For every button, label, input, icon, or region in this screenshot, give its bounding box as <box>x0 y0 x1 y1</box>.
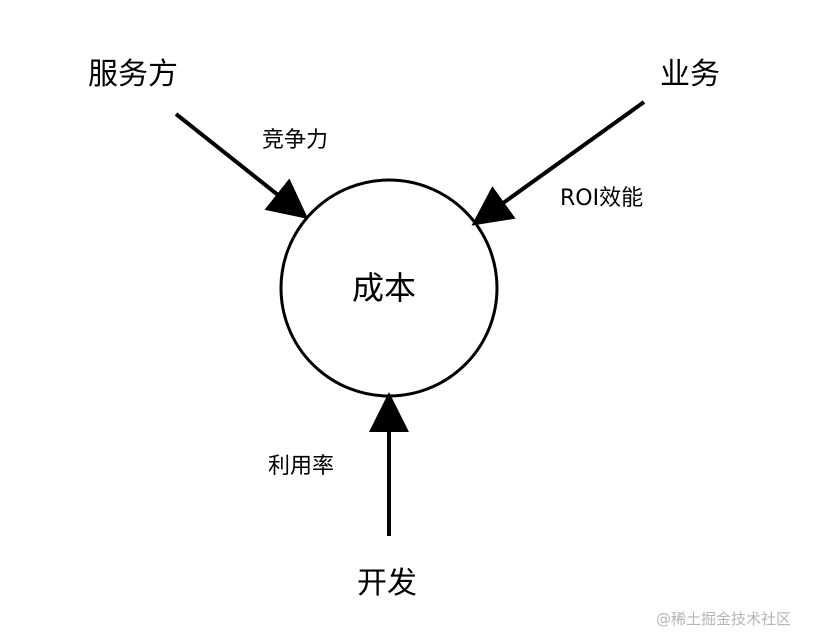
roi-efficiency-label: ROI效能 <box>560 186 644 211</box>
arrow-service-to-cost <box>174 112 309 219</box>
utilization-label: 利用率 <box>268 454 335 479</box>
watermark-text: @稀土掘金技术社区 <box>656 610 792 628</box>
development-label: 开发 <box>357 566 417 601</box>
arrow-business-to-cost <box>471 100 646 226</box>
competitiveness-label: 竞争力 <box>262 128 329 153</box>
business-label: 业务 <box>660 57 720 92</box>
service-provider-label: 服务方 <box>88 57 178 92</box>
cost-label: 成本 <box>352 269 417 307</box>
